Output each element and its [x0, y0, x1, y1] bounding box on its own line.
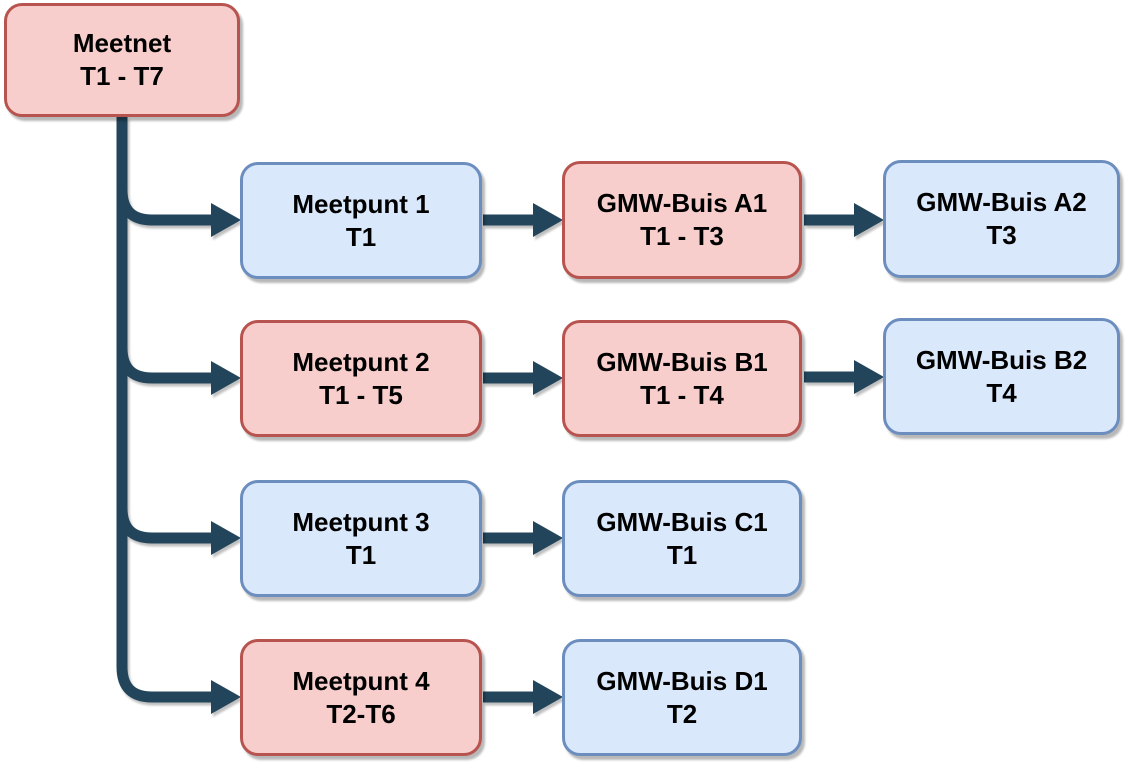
node-title: GMW-Buis A2: [916, 187, 1087, 217]
node-gmw-buis-b1[interactable]: GMW-Buis B1 T1 - T4: [562, 320, 802, 437]
node-title: GMW-Buis D1: [596, 665, 768, 696]
node-title: GMW-Buis A1: [596, 188, 768, 218]
node-title: GMW-Buis B2: [915, 344, 1088, 375]
arrowhead-meetpunt1: [211, 203, 241, 237]
node-subtitle: T1 - T3: [640, 221, 724, 251]
arrowhead-meetpunt4: [211, 680, 241, 714]
node-subtitle: T1 - T5: [319, 379, 403, 410]
node-meetpunt2[interactable]: Meetpunt 2 T1 - T5: [240, 320, 482, 437]
arrowhead-gmwb1: [533, 361, 563, 395]
arrowhead-meetpunt2: [211, 361, 241, 395]
arrowhead-gmwd1: [533, 680, 563, 714]
edge-meetnet-trunk: [116, 117, 212, 703]
arrowhead-gmwc1: [533, 521, 563, 555]
node-subtitle: T1 - T7: [80, 61, 164, 91]
node-gmw-buis-c1[interactable]: GMW-Buis C1 T1: [562, 480, 802, 597]
node-title: Meetnet: [72, 28, 172, 58]
edge-meetnet-meetpunt3: [116, 507, 212, 544]
node-gmw-buis-a1[interactable]: GMW-Buis A1 T1 - T3: [562, 161, 802, 279]
arrowhead-gmwb2: [854, 360, 884, 394]
node-title: Meetpunt 1: [292, 188, 430, 219]
edge-meetnet-meetpunt2: [116, 347, 212, 384]
node-title: GMW-Buis C1: [596, 506, 768, 537]
node-meetpunt4[interactable]: Meetpunt 4 T2-T6: [240, 639, 482, 756]
node-gmw-buis-b2[interactable]: GMW-Buis B2 T4: [883, 318, 1120, 435]
node-title: GMW-Buis B1: [596, 346, 768, 377]
node-subtitle: T1: [345, 221, 377, 252]
node-meetpunt1[interactable]: Meetpunt 1 T1: [240, 162, 482, 279]
node-subtitle: T1: [666, 539, 698, 570]
node-title: Meetpunt 2: [292, 346, 430, 377]
node-subtitle: T1 - T4: [640, 379, 724, 410]
node-subtitle: T2: [666, 698, 698, 729]
node-gmw-buis-d1[interactable]: GMW-Buis D1 T2: [562, 639, 802, 756]
arrowhead-gmwa2: [854, 203, 884, 237]
arrowhead-meetpunt3: [211, 521, 241, 555]
node-title: Meetpunt 3: [292, 506, 430, 537]
node-subtitle: T2-T6: [326, 698, 396, 729]
arrowhead-gmwa1: [533, 203, 563, 237]
node-meetpunt3[interactable]: Meetpunt 3 T1: [240, 480, 482, 597]
node-subtitle: T1: [345, 539, 377, 570]
node-title: Meetpunt 4: [292, 665, 430, 696]
node-meetnet[interactable]: Meetnet T1 - T7: [4, 3, 240, 117]
node-gmw-buis-a2[interactable]: GMW-Buis A2 T3: [883, 160, 1120, 278]
node-subtitle: T3: [986, 220, 1017, 250]
node-subtitle: T4: [986, 377, 1017, 408]
edge-meetnet-meetpunt1: [116, 189, 212, 226]
